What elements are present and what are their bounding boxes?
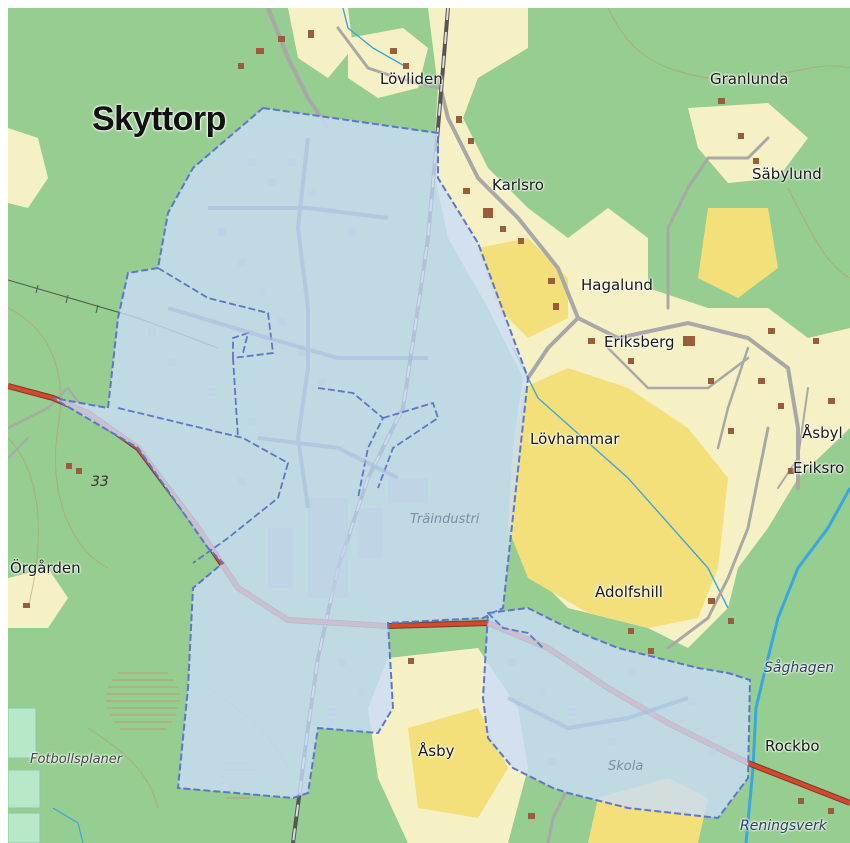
label-lovliden: Lövliden [380, 70, 443, 88]
local-roads [8, 8, 809, 843]
label-orgarden: Örgården [10, 559, 81, 577]
label-adolfshill: Adolfshill [595, 583, 663, 601]
map-canvas [8, 8, 850, 843]
label-rockbo: Rockbo [765, 737, 820, 755]
buildings [23, 30, 835, 819]
label-eriksberg: Eriksberg [604, 333, 675, 351]
label-skyttorp: Skyttorp [92, 100, 226, 138]
label-eriksro: Eriksro [793, 459, 845, 477]
label-hagalund: Hagalund [581, 276, 653, 294]
label-sabylund: Säbylund [752, 165, 822, 183]
field-east [698, 208, 778, 298]
field-north-mid [288, 8, 353, 78]
sports-field-3 [8, 812, 41, 843]
label-road-33: 33 [91, 474, 109, 490]
label-skola: Skola [608, 759, 644, 774]
sports-field-2 [8, 769, 41, 809]
label-asby: Åsby [418, 742, 455, 760]
map-view[interactable]: Skyttorp Lövliden Granlunda Karlsro Säby… [8, 8, 850, 843]
label-asbyl: Åsbyl [802, 424, 843, 442]
label-lovhammar: Lövhammar [530, 430, 620, 448]
sports-field-1 [8, 707, 37, 759]
label-granlunda: Granlunda [710, 70, 789, 88]
field-skyttorp-w [8, 128, 48, 208]
label-fotbollsplaner: Fotbollsplaner [30, 752, 123, 767]
planning-area-overlay [52, 106, 752, 820]
open-land-east [688, 103, 808, 183]
field-asby [408, 708, 508, 818]
label-saghagen: Såghagen [764, 660, 835, 676]
label-reningsverk: Reningsverk [740, 818, 827, 834]
label-traindustri: Träindustri [410, 512, 480, 527]
water-features [52, 8, 850, 843]
field-orgarden [8, 568, 68, 628]
field-hagalund [478, 238, 568, 338]
label-karlsro: Karlsro [492, 176, 544, 194]
field-lovhammar [508, 368, 728, 628]
